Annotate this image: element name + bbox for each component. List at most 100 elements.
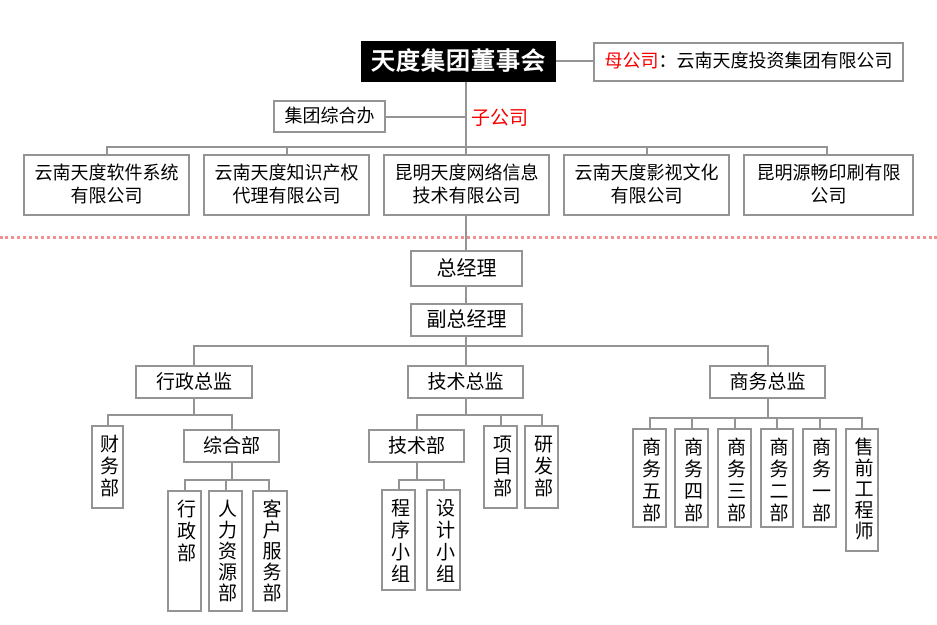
subsidiary-label: 子公司 — [471, 107, 529, 129]
connector-line — [416, 414, 418, 429]
connector-line — [556, 60, 593, 62]
connector-line — [541, 414, 543, 425]
project-dept-label: 项目部 — [490, 434, 512, 500]
connector-line — [767, 345, 769, 365]
connector-line — [268, 479, 270, 490]
connector-line — [500, 414, 502, 425]
customer-service-dept-label: 客户服务部 — [259, 499, 282, 604]
connector-line — [465, 82, 467, 154]
group-office-box: 集团综合办 — [273, 100, 386, 133]
finance-dept-box: 财务部 — [91, 425, 124, 509]
board-label: 天度集团董事会 — [371, 47, 546, 76]
connector-line — [225, 479, 227, 490]
connector-line — [184, 479, 270, 481]
admin-director-box: 行政总监 — [135, 365, 253, 399]
connector-line — [416, 463, 418, 481]
connector-line — [106, 146, 828, 148]
connector-line — [649, 417, 862, 419]
connector-line — [826, 146, 828, 154]
parent-company-box: 母公司：云南天度投资集团有限公司 — [593, 42, 904, 82]
hr-dept-label: 人力资源部 — [215, 499, 237, 604]
customer-service-dept-box: 客户服务部 — [252, 490, 288, 612]
presales-engineer-label: 售前工程师 — [851, 437, 874, 542]
connector-line — [184, 479, 186, 490]
business-dept2-box: 商务二部 — [760, 428, 794, 528]
board-box: 天度集团董事会 — [361, 41, 556, 82]
group-office-label: 集团综合办 — [284, 105, 375, 127]
business-director-label: 商务总监 — [729, 370, 806, 393]
design-team-label: 设计小组 — [433, 498, 455, 586]
connector-line — [465, 337, 467, 365]
deputy-general-manager-label: 副总经理 — [426, 307, 507, 332]
connector-line — [649, 417, 651, 428]
subsidiary-box-software: 云南天度软件系统有限公司 — [23, 154, 190, 216]
subsidiary-name-line: 代理有限公司 — [232, 186, 341, 207]
connector-line — [193, 345, 195, 365]
connector-line — [107, 414, 109, 425]
business-dept5-label: 商务五部 — [639, 437, 661, 525]
subsidiary-name-line: 有限公司 — [610, 186, 683, 207]
hr-dept-box: 人力资源部 — [208, 490, 243, 612]
subsidiary-name-line: 云南天度软件系统 — [34, 162, 179, 184]
connector-line — [465, 287, 467, 303]
general-affairs-dept-label: 综合部 — [202, 434, 260, 457]
subsidiary-box-network-info: 昆明天度网络信息技术有限公司 — [383, 154, 550, 216]
business-director-box: 商务总监 — [709, 365, 826, 399]
connector-line — [443, 479, 445, 489]
rnd-dept-label: 研发部 — [531, 434, 553, 500]
admin-dept-label: 行政部 — [174, 499, 196, 565]
presales-engineer-box: 售前工程师 — [845, 428, 879, 552]
business-dept3-label: 商务三部 — [724, 437, 746, 525]
general-manager-label: 总经理 — [436, 255, 497, 280]
tech-dept-box: 技术部 — [368, 429, 465, 463]
business-dept4-label: 商务四部 — [681, 437, 703, 525]
business-dept3-box: 商务三部 — [717, 428, 752, 528]
subsidiary-name-line: 有限公司 — [70, 186, 143, 207]
connector-line — [107, 414, 233, 416]
subsidiary-name-line: 昆明源畅印刷有限 — [756, 162, 901, 184]
connector-line — [861, 417, 863, 428]
deputy-general-manager-box: 副总经理 — [410, 303, 523, 337]
subsidiary-box-ip-agency: 云南天度知识产权代理有限公司 — [203, 154, 370, 216]
connector-line — [231, 414, 233, 429]
connector-line — [734, 417, 736, 428]
connector-line — [767, 399, 769, 418]
connector-line — [776, 417, 778, 428]
rnd-dept-box: 研发部 — [524, 425, 559, 509]
subsidiary-divider-line — [0, 236, 937, 239]
general-manager-box: 总经理 — [410, 250, 523, 287]
connector-line — [398, 479, 400, 489]
tech-director-label: 技术总监 — [427, 370, 504, 393]
connector-line — [416, 414, 543, 416]
subsidiary-name-line: 云南天度知识产权 — [214, 162, 359, 184]
business-dept5-box: 商务五部 — [632, 428, 667, 528]
admin-dept-box: 行政部 — [167, 490, 202, 612]
connector-line — [231, 463, 233, 481]
connector-line — [819, 417, 821, 428]
connector-line — [386, 116, 465, 118]
connector-line — [398, 479, 445, 481]
tech-dept-label: 技术部 — [387, 434, 445, 457]
admin-director-label: 行政总监 — [155, 370, 232, 393]
connector-line — [193, 345, 769, 347]
general-affairs-dept-box: 综合部 — [183, 429, 280, 463]
parent-company-prefix: 母公司 — [604, 51, 659, 73]
business-dept1-label: 商务一部 — [809, 437, 831, 525]
subsidiary-name-line: 公司 — [810, 186, 847, 207]
subsidiary-box-printing: 昆明源畅印刷有限公司 — [743, 154, 914, 216]
programming-team-box: 程序小组 — [381, 489, 416, 591]
tech-director-box: 技术总监 — [407, 365, 524, 399]
subsidiary-box-film-culture: 云南天度影视文化有限公司 — [563, 154, 730, 216]
project-dept-box: 项目部 — [483, 425, 518, 509]
programming-team-label: 程序小组 — [388, 498, 410, 586]
connector-line — [691, 417, 693, 428]
connector-line — [106, 146, 108, 154]
business-dept1-box: 商务一部 — [802, 428, 837, 528]
subsidiary-name-line: 昆明天度网络信息 — [394, 162, 539, 184]
connector-line — [465, 399, 467, 415]
business-dept4-box: 商务四部 — [674, 428, 709, 528]
connector-line — [193, 399, 195, 415]
business-dept2-label: 商务二部 — [766, 437, 789, 525]
connector-line — [465, 216, 467, 250]
design-team-box: 设计小组 — [426, 489, 461, 591]
